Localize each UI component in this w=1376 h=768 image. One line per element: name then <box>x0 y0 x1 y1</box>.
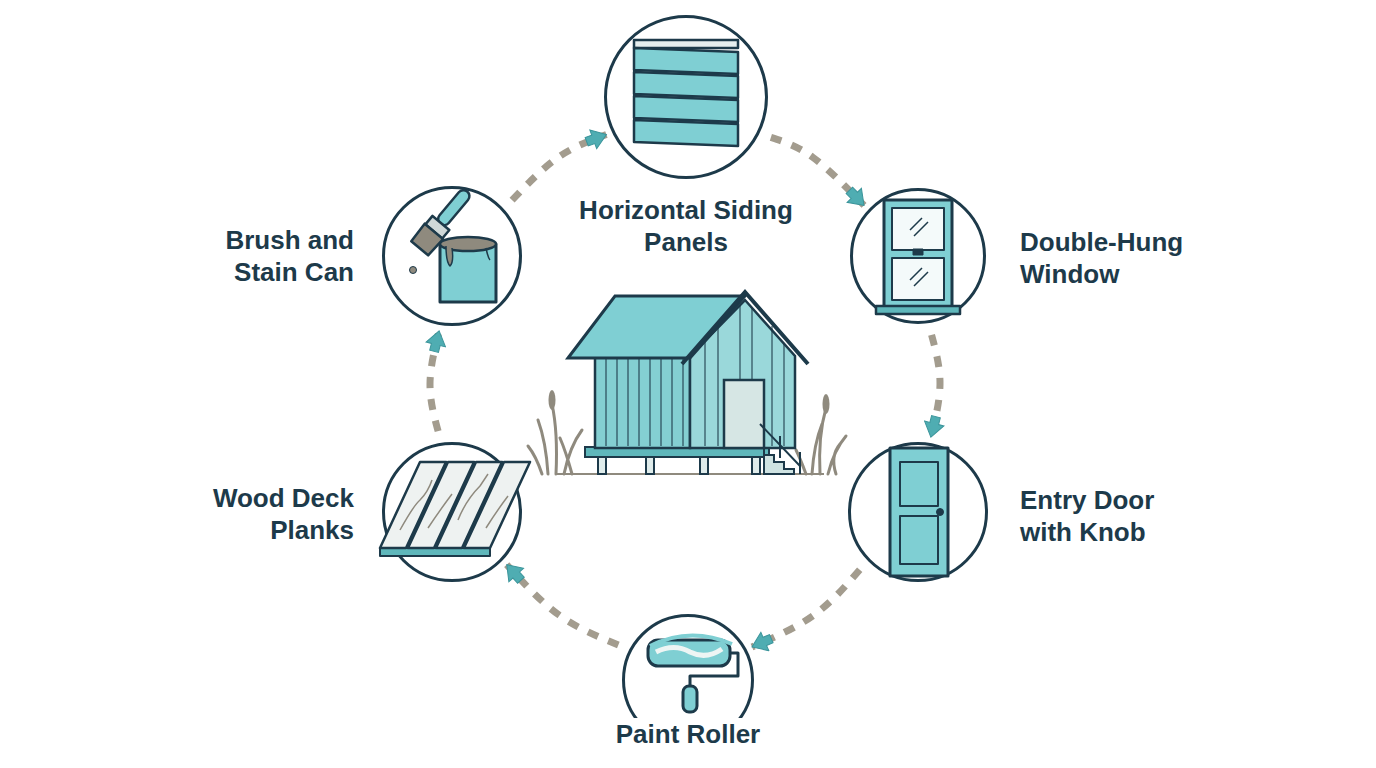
flow-arrow <box>931 335 940 437</box>
brush-can-icon-part <box>410 267 417 274</box>
icon-circle: Horizontal Siding Panels <box>604 15 768 179</box>
deck-icon-part <box>380 462 446 548</box>
house-illustration <box>528 292 846 474</box>
door-icon <box>890 448 948 576</box>
icon-circle: Double-Hung Window <box>850 188 986 324</box>
house-wall <box>595 356 690 448</box>
node-label: Entry Door with Knob <box>1020 484 1190 548</box>
platform <box>585 447 769 457</box>
stairs <box>760 424 800 474</box>
cattail <box>549 390 556 410</box>
brush-can-icon-part <box>446 246 490 266</box>
icon-circle: Entry Door with Knob <box>848 442 988 582</box>
siding-icon-part <box>634 40 738 48</box>
ground-line <box>556 473 824 475</box>
deck-icon-part <box>400 474 508 530</box>
door-icon-part <box>900 462 938 506</box>
deck-icon-part <box>408 462 474 548</box>
stairs-part <box>760 424 800 474</box>
roller-icon-part <box>656 648 722 656</box>
stilts-part <box>700 456 708 474</box>
icon-circle: Brush and Stain Can <box>382 186 522 326</box>
node-label: Brush and Stain Can <box>164 224 354 288</box>
stilts-part <box>646 456 654 474</box>
cattail <box>823 394 830 414</box>
grass-part <box>528 404 582 474</box>
icon-circle: Wood Deck Planks <box>382 442 522 582</box>
roof <box>568 296 745 358</box>
siding-icon-part <box>634 120 738 146</box>
roller-icon <box>648 635 738 712</box>
gable-siding-lines-part <box>705 305 784 446</box>
grass <box>528 404 846 474</box>
door-icon-part <box>890 448 948 576</box>
brush-can-icon-part <box>440 244 496 302</box>
deck-icon-part <box>436 462 502 548</box>
wall-siding-lines-part <box>606 358 683 446</box>
roof-trim <box>682 292 808 364</box>
window-icon-part <box>884 200 952 308</box>
node-label: Horizontal Siding Panels <box>578 194 794 258</box>
grass-part <box>796 408 846 474</box>
window-icon-part <box>913 249 923 255</box>
deck-icon-part <box>380 548 490 556</box>
siding-icon-part <box>634 72 738 98</box>
deck-icon-part <box>464 462 530 548</box>
door-icon-part <box>937 509 944 516</box>
gable-siding-lines <box>705 305 784 446</box>
brush-can-icon <box>410 184 497 302</box>
brush-can-icon-part-part <box>436 188 472 228</box>
brush-can-icon-part <box>440 237 496 251</box>
node-label: Double-Hung Window <box>1020 226 1230 290</box>
brush-can-icon-part-part <box>411 224 444 256</box>
flow-arrow <box>507 565 619 645</box>
roller-icon-part <box>690 653 738 690</box>
deck-icon <box>380 462 530 556</box>
roller-icon-part <box>648 640 730 666</box>
stilts <box>598 456 760 474</box>
brush-can-icon-part-part <box>425 216 449 239</box>
flow-arrow <box>752 570 860 647</box>
house-door <box>724 380 764 448</box>
window-icon-part <box>892 258 944 300</box>
roller-icon-part <box>683 686 697 712</box>
node-label: Paint Roller <box>578 718 798 750</box>
door-icon-part <box>900 516 938 564</box>
gable-wall <box>690 300 795 448</box>
stilts-part <box>752 456 760 474</box>
flow-arrow <box>430 331 439 431</box>
flow-arrow <box>512 135 606 201</box>
window-icon-part <box>910 218 928 286</box>
siding-icon-part <box>634 48 738 74</box>
roller-icon-part <box>650 635 732 646</box>
siding-icon-part <box>634 96 738 122</box>
icon-circle: Paint Roller <box>622 614 754 746</box>
wall-siding-lines <box>606 358 683 446</box>
brush-can-icon-part <box>411 184 477 256</box>
stairs-part <box>764 448 794 474</box>
window-icon <box>876 200 960 314</box>
node-label: Wood Deck Planks <box>164 482 354 546</box>
stilts-part <box>598 456 606 474</box>
window-icon-part <box>892 208 944 250</box>
window-icon-part <box>876 306 960 314</box>
siding-icon <box>634 40 738 146</box>
